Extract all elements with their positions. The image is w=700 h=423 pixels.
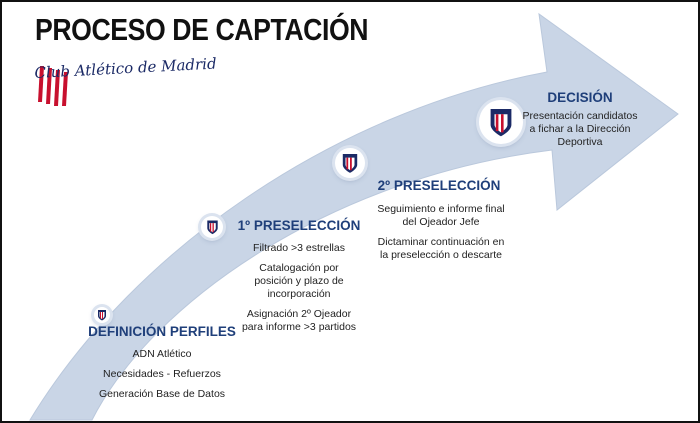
stage-title-definicion: DEFINICIÓN PERFILES [88,324,236,339]
stage-title-preseleccion-2: 2º PRESELECCIÓN [377,178,501,193]
stage-item: Presentación candidatos a fichar a la Di… [522,110,638,148]
stage-item: Necesidades - Refuerzos [103,368,221,380]
stage-item: Generación Base de Datos [98,388,226,400]
stage-details-preseleccion-1: Filtrado >3 estrellas Catalogación por p… [240,242,358,341]
stage-item: Dictaminar continuación en la preselecci… [377,236,505,261]
stage-item: Catalogación por posición y plazo de inc… [254,262,344,300]
stage-item: Seguimiento e informe final del Ojeador … [377,203,505,228]
club-crest-icon [201,216,223,238]
stage-title-preseleccion-1: 1º PRESELECCIÓN [237,218,361,233]
club-crest-icon [94,307,110,323]
stage-item: Asignación 2º Ojeador para informe >3 pa… [241,308,357,333]
club-crest-icon [335,148,365,178]
stage-details-decision: Presentación candidatos a fichar a la Di… [520,110,640,156]
stage-details-definicion: ADN Atlético Necesidades - Refuerzos Gen… [82,348,242,408]
club-logo-stripes [38,66,68,106]
page-title: PROCESO DE CAPTACIÓN [35,12,369,47]
stage-item: Filtrado >3 estrellas [253,242,345,254]
stage-item: ADN Atlético [132,348,192,360]
stage-title-decision: DECISIÓN [547,90,613,105]
club-crest-icon [479,100,523,144]
stage-details-preseleccion-2: Seguimiento e informe final del Ojeador … [376,203,506,269]
